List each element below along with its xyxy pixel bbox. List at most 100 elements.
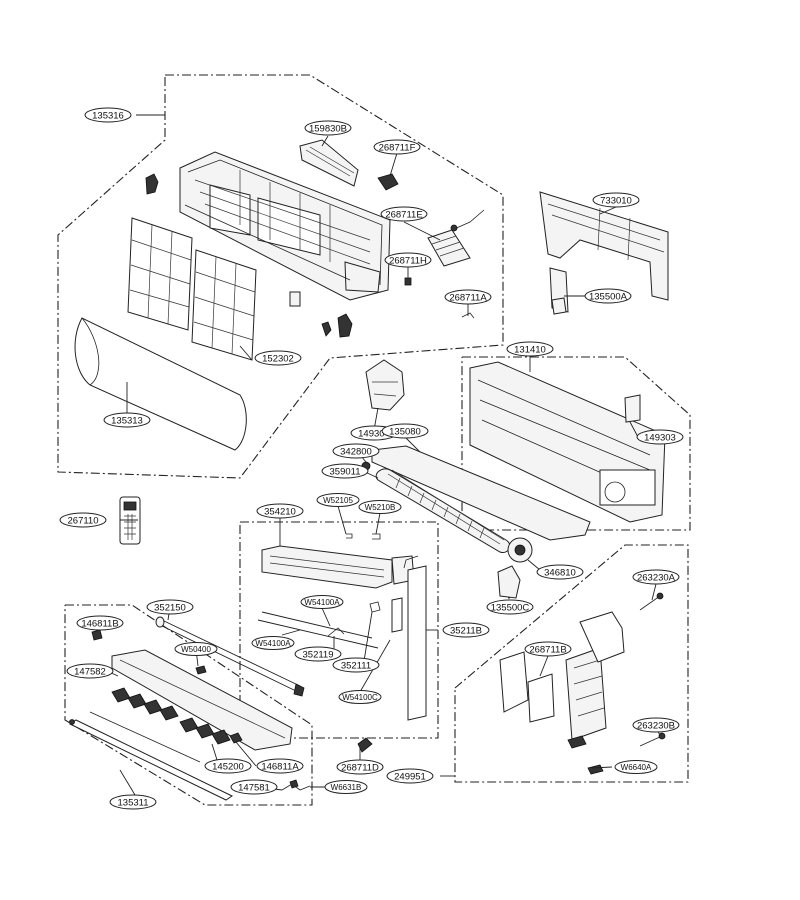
motor-cover-part [497, 565, 521, 599]
part-label-35211b: 35211B [442, 622, 490, 638]
part-label-text: 147582 [74, 666, 106, 677]
louver-part [89, 649, 293, 763]
part-label-text: 359011 [330, 466, 361, 477]
part-label-149303: 149303 [636, 429, 684, 445]
part-label-text: W54100A [304, 598, 340, 607]
part-label-text: 152302 [262, 353, 294, 364]
part-label-oval [524, 641, 572, 657]
part-label-w54100a_bot: W54100A [251, 636, 295, 650]
group-boundaries [57, 74, 691, 806]
part-label-352119: 352119 [294, 646, 342, 662]
part-label-oval [442, 622, 490, 638]
part-label-135311: 135311 [109, 794, 157, 810]
group-louver-outline [64, 604, 313, 806]
part-label-text: 149303 [644, 432, 676, 443]
part-label-text: 268711A [449, 292, 487, 303]
part-label-oval [384, 252, 432, 268]
group-motor-outline [239, 521, 439, 739]
part-label-135500c: 135500C [486, 599, 534, 615]
part-label-oval [358, 500, 402, 514]
part-label-oval [584, 288, 632, 304]
part-label-oval [614, 760, 658, 774]
wire-part-e [451, 209, 485, 231]
sensor-wire-263230b [639, 735, 663, 747]
part-labels: 135316159830B268711F268711E268711H268711… [59, 107, 684, 810]
part-label-oval [324, 780, 368, 794]
part-label-text: 135313 [111, 415, 143, 426]
part-label-249951: 249951 [386, 768, 434, 784]
part-label-w52105: W52105 [316, 493, 360, 507]
part-135500a [551, 297, 567, 315]
group-pcb-outline [454, 544, 689, 783]
group-chassis-outline [461, 356, 691, 531]
drain-pan-part [371, 445, 591, 541]
sensor-wire-263230a [639, 595, 661, 611]
part-label-w54100c: W54100C [338, 690, 382, 704]
air-filter-right [191, 249, 257, 361]
part-label-w6640a: W6640A [614, 760, 658, 774]
part-label-146811b: 146811B [76, 615, 124, 631]
remote-control-part [119, 496, 141, 545]
part-label-oval [174, 642, 218, 656]
part-label-oval [294, 646, 342, 662]
part-label-text: 135080 [389, 426, 421, 437]
group-front-panel-outline [57, 74, 504, 479]
part-label-131410: 131410 [506, 341, 554, 357]
part-label-text: W5210B [365, 503, 396, 512]
part-label-text: 733010 [600, 195, 632, 206]
part-label-oval [386, 768, 434, 784]
part-label-135500a: 135500A [584, 288, 632, 304]
part-label-text: 268711E [385, 209, 422, 220]
part-label-268711e: 268711E [380, 206, 428, 222]
part-label-oval [592, 192, 640, 208]
part-label-text: 145200 [212, 761, 244, 772]
part-label-147582: 147582 [66, 663, 114, 679]
pipe-part-352150 [155, 616, 305, 697]
part-label-263230a: 263230A [632, 569, 680, 585]
part-label-text: 268711B [529, 644, 566, 655]
part-label-oval [373, 139, 421, 155]
motor-bracket-part [365, 359, 405, 411]
part-label-268711d: 268711D [336, 759, 384, 775]
part-label-oval [230, 779, 278, 795]
part-label-oval [380, 206, 428, 222]
part-label-text: 352150 [154, 602, 186, 613]
part-label-text: 346810 [544, 567, 576, 578]
connector-147581 [289, 779, 299, 789]
part-label-352111: 352111 [332, 657, 380, 673]
part-label-147581: 147581 [230, 779, 278, 795]
part-label-text: 263230B [637, 720, 675, 731]
part-label-text: 268711H [389, 255, 427, 266]
clip-146811a [229, 732, 243, 744]
part-label-oval [304, 120, 352, 136]
part-label-text: 352119 [303, 649, 334, 660]
part-label-text: 146811B [81, 618, 118, 629]
part-label-oval [59, 512, 107, 528]
part-label-159830b: 159830B [304, 120, 352, 136]
part-label-oval [84, 107, 132, 123]
part-label-text: 354210 [264, 506, 296, 517]
part-label-oval [109, 794, 157, 810]
part-label-text: 263230A [637, 572, 676, 583]
part-label-oval [336, 759, 384, 775]
part-label-text: 268711D [341, 762, 379, 773]
part-label-text: W54100A [255, 639, 291, 648]
clip-352111 [369, 601, 381, 613]
part-label-oval [204, 758, 252, 774]
part-label-oval [256, 503, 304, 519]
part-label-oval [632, 717, 680, 733]
part-label-oval [103, 412, 151, 428]
clip-part [289, 291, 301, 307]
part-label-oval [506, 341, 554, 357]
part-label-oval [632, 569, 680, 585]
part-label-146811a: 146811A [256, 758, 304, 774]
part-label-text: 249951 [394, 771, 426, 782]
part-label-text: 135316 [92, 110, 124, 121]
part-label-w5210b: W5210B [358, 500, 402, 514]
part-label-346810: 346810 [536, 564, 584, 580]
part-label-text: 342800 [340, 446, 372, 457]
part-label-oval [321, 463, 369, 479]
part-label-oval [332, 443, 380, 459]
